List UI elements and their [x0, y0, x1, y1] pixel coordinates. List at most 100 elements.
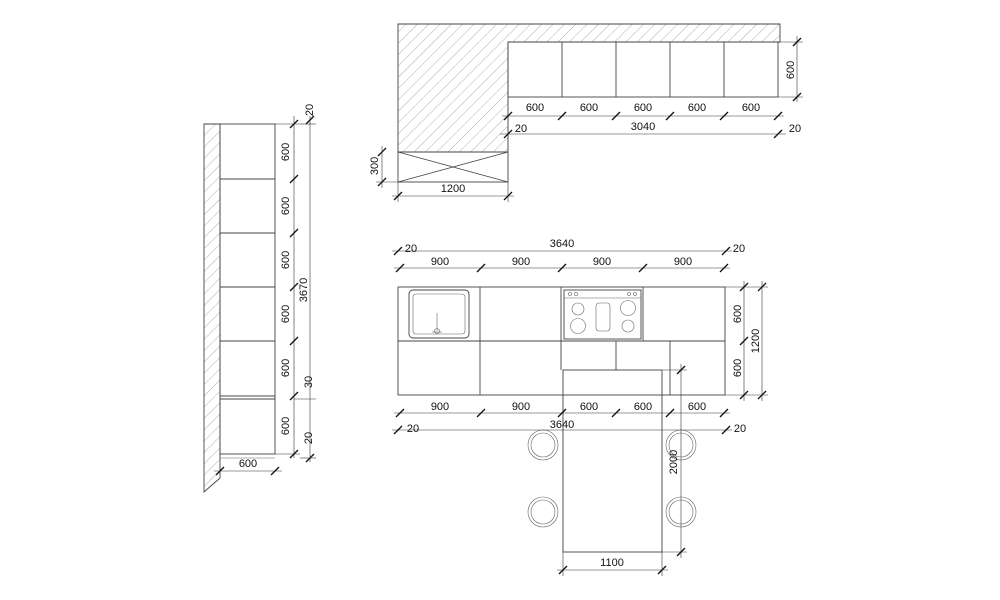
dim-tick	[393, 425, 403, 435]
dim-tick	[792, 92, 802, 102]
dim-label-top-right-gap: 20	[789, 123, 801, 135]
dim-tick	[395, 408, 405, 418]
dim-tick	[657, 565, 667, 575]
dim-label-base-unit-1: 900	[431, 256, 449, 268]
top-cabinet-run	[507, 41, 779, 98]
dim-label-top-unit-4: 600	[688, 102, 706, 114]
dim-label-bottom-unit-1: 900	[431, 401, 449, 413]
dim-label-bottom-unit-4: 600	[634, 401, 652, 413]
corner-unit-cross	[397, 151, 509, 183]
dim-label-unit-6: 600	[280, 417, 292, 435]
dim-label-base-depth-2: 600	[732, 359, 744, 377]
left-wall-hatch	[203, 123, 221, 493]
dim-tick	[289, 119, 299, 129]
dim-tick	[476, 408, 486, 418]
bar-stool-icon	[527, 496, 559, 528]
dim-tick	[739, 336, 749, 346]
dim-tick	[557, 408, 567, 418]
dim-label-base-total-depth: 1200	[750, 329, 762, 353]
dim-label-overall: 3670	[298, 278, 310, 302]
dim-label-bottom-overall: 3640	[550, 419, 574, 431]
dim-label-base-unit-3: 900	[593, 256, 611, 268]
dim-label-unit-4: 600	[280, 305, 292, 323]
dim-tick	[289, 391, 299, 401]
dim-tick	[792, 37, 802, 47]
dim-label-base-unit-4: 900	[674, 256, 692, 268]
dim-tick	[289, 282, 299, 292]
dim-tick	[665, 111, 675, 121]
dim-label-base-unit-2: 900	[512, 256, 530, 268]
dim-label-base-overall: 3640	[550, 238, 574, 250]
dim-label-corner-width: 1200	[441, 183, 465, 195]
dim-tick	[215, 466, 225, 476]
dim-label-top-depth: 600	[785, 61, 797, 79]
dim-tick	[557, 111, 567, 121]
dim-tick	[289, 449, 299, 459]
dim-label-top-unit-5: 600	[742, 102, 760, 114]
dim-tick	[719, 111, 729, 121]
dim-tick	[557, 263, 567, 273]
dim-label-bottom-unit-5: 600	[688, 401, 706, 413]
dim-tick	[270, 466, 280, 476]
dim-tick	[305, 115, 315, 125]
dim-label-bottom-unit-2: 900	[512, 401, 530, 413]
dim-label-top-overall: 3040	[631, 121, 655, 133]
dim-tick	[393, 191, 403, 201]
dim-tick	[611, 408, 621, 418]
dim-label-island-width: 1100	[600, 557, 624, 569]
dim-tick	[739, 282, 749, 292]
dim-tick	[377, 147, 387, 157]
dim-label-top-unit-1: 600	[526, 102, 544, 114]
cooktop-icon	[563, 289, 642, 340]
dim-tick	[503, 129, 513, 139]
top-wall-hatch	[397, 23, 781, 153]
dim-tick	[289, 336, 299, 346]
dim-label-top-left-gap: 20	[515, 123, 527, 135]
kitchen-island	[562, 369, 663, 553]
dim-tick	[665, 408, 675, 418]
dim-label-top-unit-3: 600	[634, 102, 652, 114]
dim-tick	[721, 246, 731, 256]
top-wall-cabinets: 600 600 600 600 600 600 20 3040 20 300 1…	[369, 23, 803, 202]
dim-tick	[757, 390, 767, 400]
dim-tick	[719, 263, 729, 273]
dim-label-unit-2: 600	[280, 197, 292, 215]
dim-tick	[739, 390, 749, 400]
dim-tick	[289, 174, 299, 184]
dim-label-top-unit-2: 600	[580, 102, 598, 114]
left-column-outline	[219, 123, 276, 455]
base-units-plan: 20 3640 20 900 900 900 900	[392, 238, 768, 576]
left-cabinet-column: 20 600 600 600 600 600 600 3670 30 20 60…	[203, 104, 316, 493]
dim-label-unit-1: 600	[280, 143, 292, 161]
dim-label-unit-5: 600	[280, 359, 292, 377]
dim-label-unit-3: 600	[280, 251, 292, 269]
dim-label-left-width: 600	[239, 458, 257, 470]
dim-tick	[638, 263, 648, 273]
dim-tick	[395, 263, 405, 273]
dim-tick	[773, 129, 783, 139]
corner-unit	[397, 151, 509, 183]
dim-label-island-length: 2000	[668, 450, 680, 474]
dim-tick	[289, 228, 299, 238]
dim-tick	[611, 111, 621, 121]
dim-label-bottom-right-gap: 20	[734, 423, 746, 435]
dim-tick	[503, 111, 513, 121]
dim-tick	[676, 365, 686, 375]
bar-stool-icon	[527, 429, 559, 461]
dim-label-bottom-left-gap: 20	[407, 423, 419, 435]
dim-label-top-gap: 20	[304, 104, 316, 116]
dim-tick	[757, 282, 767, 292]
dim-tick	[476, 263, 486, 273]
dim-tick	[503, 191, 513, 201]
dim-label-gap-30: 30	[303, 376, 315, 388]
dim-tick	[719, 408, 729, 418]
dim-label-base-depth-1: 600	[732, 305, 744, 323]
sink-icon	[408, 289, 470, 339]
dim-tick	[721, 425, 731, 435]
dim-label-corner-height: 300	[369, 157, 381, 175]
dim-tick	[377, 177, 387, 187]
dim-tick	[393, 246, 403, 256]
dim-label-bottom-unit-3: 600	[580, 401, 598, 413]
dim-label-base-right-gap: 20	[733, 243, 745, 255]
